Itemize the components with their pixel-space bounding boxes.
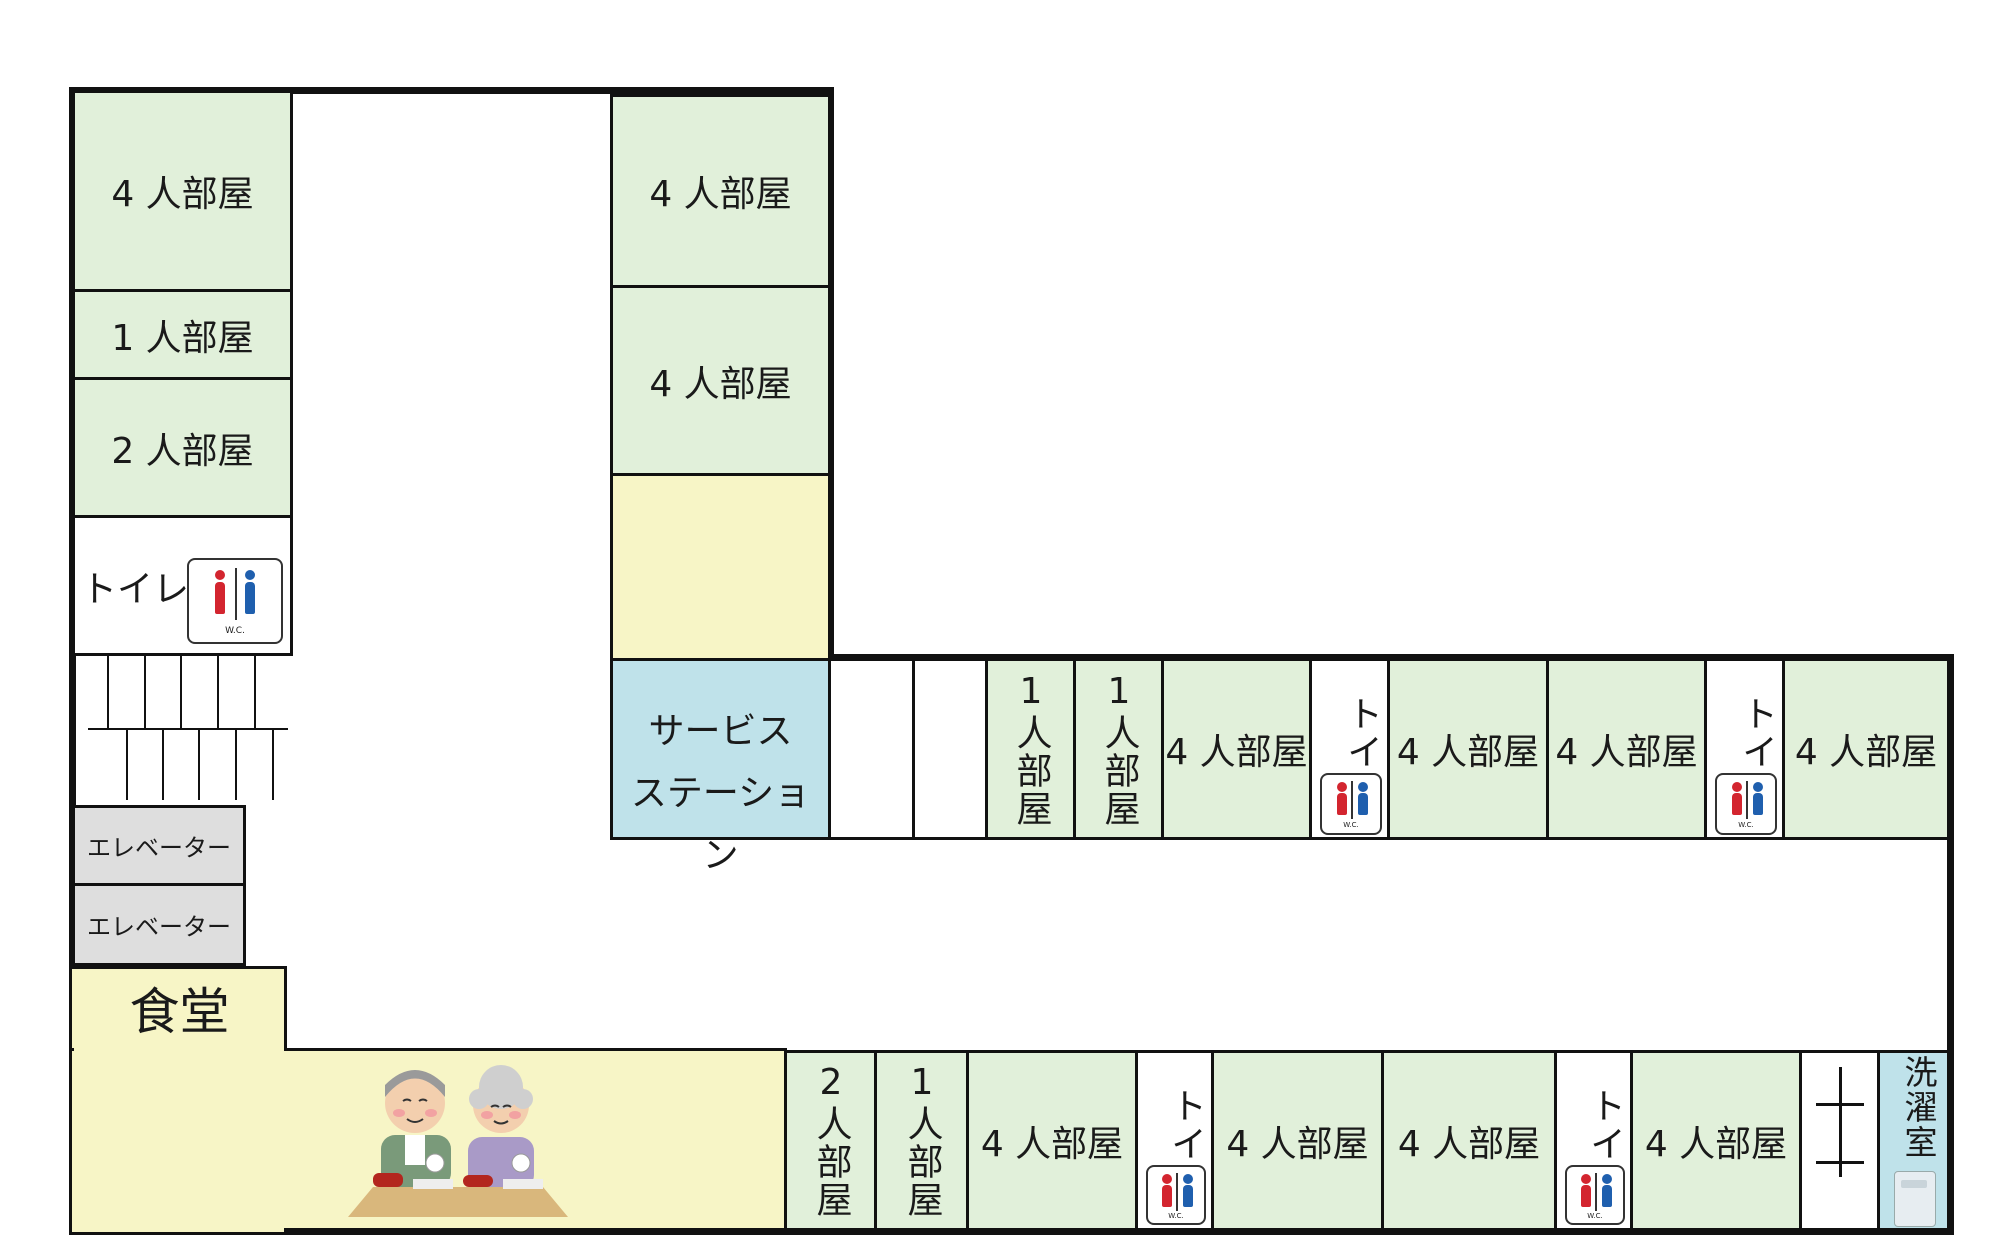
toilet-east-upper-2: トイレ W.C.: [1704, 658, 1785, 840]
toilet-south-2: トイレ W.C.: [1554, 1050, 1633, 1231]
service-station: サービス ステーション: [610, 658, 831, 876]
wc-sign-text: W.C.: [1587, 1212, 1603, 1220]
elevator-2: エレベーター: [72, 883, 246, 966]
fixture-line: [1839, 1067, 1842, 1177]
service-station-line1: サービス: [648, 711, 793, 752]
room-label: 4 人部屋: [111, 174, 254, 215]
room-label: 1人部屋: [1010, 670, 1052, 828]
room-label: 4 人部屋: [980, 1123, 1124, 1165]
toilet-left: トイレ W.C.: [72, 515, 293, 656]
room-label: 4 人部屋: [1555, 732, 1698, 773]
toilet-east-upper-1: トイレ W.C.: [1309, 658, 1390, 840]
outer-wall-right: [1947, 654, 1954, 1235]
room-4person-east-2: 4 人部屋: [1387, 658, 1549, 840]
laundry-room: 洗濯室: [1877, 1050, 1950, 1231]
storage-room-yellow: [610, 473, 831, 661]
wc-sign-text: W.C.: [1738, 821, 1754, 829]
blank-room-2: [912, 658, 988, 840]
room-4person-left-top: 4 人部屋: [72, 90, 293, 292]
room-2person-south: 2人部屋: [784, 1050, 877, 1231]
wc-sign-icon: W.C.: [1146, 1165, 1206, 1225]
room-4person-east-3: 4 人部屋: [1546, 658, 1707, 840]
utility-room: [1799, 1050, 1880, 1231]
room-label: 4 人部屋: [1165, 732, 1308, 773]
room-label: 4 人部屋: [649, 363, 792, 405]
room-4person-south-4: 4 人部屋: [1630, 1050, 1802, 1231]
room-4person-south-3: 4 人部屋: [1381, 1050, 1557, 1231]
room-label: 4 人部屋: [1397, 1123, 1541, 1165]
toilet-south-1: トイレ W.C.: [1135, 1050, 1214, 1231]
room-label: 4 人部屋: [1226, 1123, 1369, 1165]
room-label: 4 人部屋: [649, 174, 792, 215]
room-label: 2人部屋: [810, 1062, 852, 1219]
fixture-line: [1816, 1103, 1864, 1106]
blank-room-1: [828, 658, 915, 840]
room-1person-left: 1 人部屋: [72, 289, 293, 380]
room-4person-east-4: 4 人部屋: [1782, 658, 1950, 840]
service-station-line2: ステーション: [630, 773, 811, 876]
room-label: 4 人部屋: [1794, 732, 1938, 773]
wc-sign-icon: W.C.: [187, 558, 283, 644]
room-4person-south-1: 4 人部屋: [966, 1050, 1138, 1231]
dining-label: 食堂: [129, 982, 230, 1041]
service-station-label: サービス ステーション: [613, 701, 828, 887]
room-label: 2 人部屋: [111, 430, 254, 472]
laundry-label: 洗濯室: [1899, 1055, 1938, 1160]
outer-wall-left: [69, 87, 76, 1235]
wc-sign-icon: W.C.: [1565, 1165, 1625, 1225]
room-2person-left: 2 人部屋: [72, 377, 293, 518]
outer-wall-east-top: [827, 654, 1954, 661]
dining-hall-fill: [74, 1046, 284, 1054]
room-4person-east-1: 4 人部屋: [1161, 658, 1312, 840]
toilet-label: トイレ: [81, 568, 190, 610]
room-1person-east-2: 1人部屋: [1073, 658, 1164, 840]
room-label: 1人部屋: [1098, 670, 1140, 828]
wc-sign-text: W.C.: [225, 626, 245, 636]
room-label: 4 人部屋: [1644, 1123, 1788, 1165]
wc-sign-text: W.C.: [1168, 1212, 1184, 1220]
fixture-line: [1816, 1161, 1864, 1164]
stairs-icon: [72, 656, 293, 806]
room-4person-wing-2: 4 人部屋: [610, 285, 831, 476]
elevator-label: エレベーター: [87, 834, 231, 862]
room-4person-south-2: 4 人部屋: [1211, 1050, 1384, 1231]
room-label: 1人部屋: [901, 1062, 943, 1219]
outer-wall-bottom: [69, 1228, 1954, 1235]
room-4person-wing-top: 4 人部屋: [610, 94, 831, 288]
wc-sign-text: W.C.: [1343, 821, 1359, 829]
washing-machine-icon: [1894, 1171, 1936, 1227]
elevator-label: エレベーター: [87, 913, 231, 941]
elevator-1: エレベーター: [72, 805, 246, 886]
wc-sign-icon: W.C.: [1320, 773, 1382, 835]
room-1person-east-1: 1人部屋: [985, 658, 1076, 840]
wc-sign-icon: W.C.: [1715, 773, 1777, 835]
room-1person-south: 1人部屋: [874, 1050, 969, 1231]
outer-wall-top-left: [69, 87, 834, 94]
room-label: 4 人部屋: [1396, 732, 1540, 773]
elderly-couple-eating-illustration: [348, 1065, 568, 1217]
room-label: 1 人部屋: [111, 317, 254, 359]
